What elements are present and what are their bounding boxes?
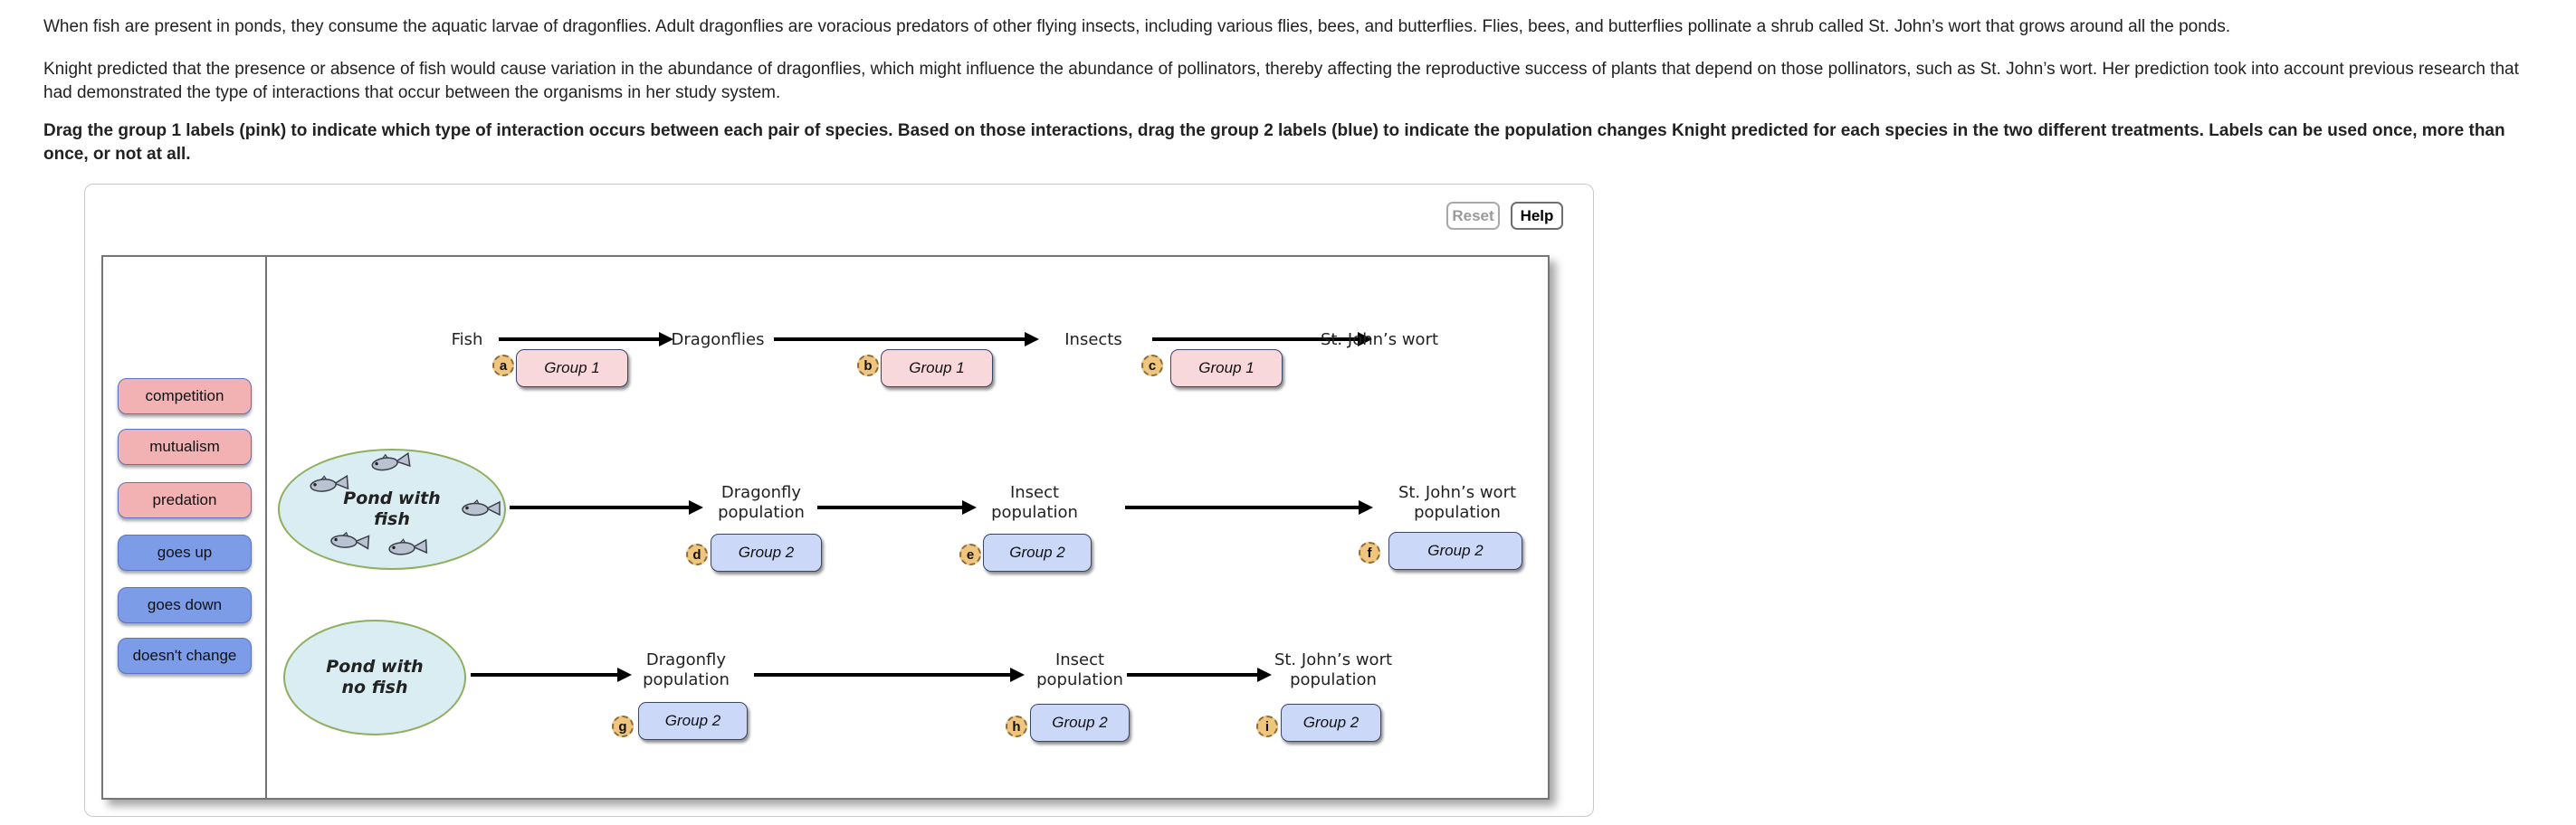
badge-c: c [1141, 355, 1163, 376]
help-button[interactable]: Help [1511, 202, 1563, 230]
badge-g: g [612, 716, 634, 737]
badge-d: d [686, 544, 708, 565]
drop-target-g[interactable]: Group 2 [638, 702, 748, 740]
arrow-dragonflypop-insectpop-nofish [754, 668, 1025, 682]
node-dragonfly-population-fish: Dragonfly population [718, 483, 805, 522]
arrow-dragonflypop-insectpop-fish [817, 500, 977, 515]
drop-target-h[interactable]: Group 2 [1030, 704, 1130, 742]
badge-f: f [1359, 542, 1380, 564]
fish-icon [310, 474, 349, 492]
arrow-pondnofish-dragonflypop [471, 668, 632, 682]
node-dragonflies: Dragonflies [671, 330, 765, 349]
drag-label-goes-down[interactable]: goes down [118, 587, 252, 623]
badge-e: e [959, 544, 981, 565]
drag-label-mutualism[interactable]: mutualism [118, 429, 252, 465]
drop-target-e[interactable]: Group 2 [983, 534, 1092, 572]
arrow-pondfish-dragonflypop [510, 500, 703, 515]
arrow-insectpop-wortpop-fish [1125, 500, 1373, 515]
drop-target-f[interactable]: Group 2 [1388, 532, 1522, 570]
drop-target-b[interactable]: Group 1 [881, 349, 993, 387]
pond-with-fish-label: Pond with fish [343, 488, 441, 529]
pond-with-no-fish-label: Pond with no fish [326, 657, 424, 697]
node-insect-population-fish: Insect population [991, 483, 1078, 522]
node-fish: Fish [451, 330, 483, 349]
fish-icon [330, 531, 370, 550]
drop-target-a[interactable]: Group 1 [516, 349, 628, 387]
drag-label-competition[interactable]: competition [118, 378, 252, 414]
fish-icon [388, 538, 428, 555]
node-st-johns-wort-population-nofish: St. John’s wort population [1274, 650, 1393, 689]
fish-icon [462, 499, 501, 517]
drag-label-predation[interactable]: predation [118, 482, 252, 518]
intro-text: When fish are present in ponds, they con… [43, 0, 2538, 166]
drop-target-d[interactable]: Group 2 [711, 534, 822, 572]
intro-paragraph-1: When fish are present in ponds, they con… [43, 17, 2231, 36]
arrow-fish-dragonflies [499, 332, 673, 346]
badge-b: b [857, 355, 879, 376]
instructions-paragraph: Drag the group 1 labels (pink) to indica… [43, 121, 2505, 164]
reset-button[interactable]: Reset [1446, 202, 1500, 230]
badge-h: h [1006, 716, 1027, 737]
badge-a: a [492, 355, 514, 376]
pond-with-fish: Pond with fish [278, 449, 506, 570]
badge-i: i [1256, 716, 1278, 737]
arrow-insectpop-wortpop-nofish [1127, 668, 1272, 682]
node-dragonfly-population-nofish: Dragonfly population [643, 650, 730, 689]
workspace: competition mutualism predation goes up … [101, 255, 1550, 800]
drag-label-goes-up[interactable]: goes up [118, 535, 252, 571]
drop-target-c[interactable]: Group 1 [1170, 349, 1283, 387]
arrow-insects-stjohnswort [1152, 332, 1372, 346]
node-st-johns-wort-population-fish: St. John’s wort population [1398, 483, 1517, 522]
node-st-johns-wort: St. John’s wort [1320, 330, 1439, 349]
intro-paragraph-2: Knight predicted that the presence or ab… [43, 60, 2519, 102]
activity-panel: Reset Help competition mutualism predati… [84, 184, 1594, 817]
node-insect-population-nofish: Insect population [1036, 650, 1123, 689]
drop-target-i[interactable]: Group 2 [1281, 704, 1381, 742]
node-insects: Insects [1064, 330, 1122, 349]
arrow-dragonflies-insects [774, 332, 1039, 346]
drag-label-doesnt-change[interactable]: doesn't change [118, 638, 252, 674]
pond-with-no-fish: Pond with no fish [283, 620, 466, 735]
fish-icon [371, 451, 411, 471]
label-bin: competition mutualism predation goes up … [103, 257, 267, 798]
